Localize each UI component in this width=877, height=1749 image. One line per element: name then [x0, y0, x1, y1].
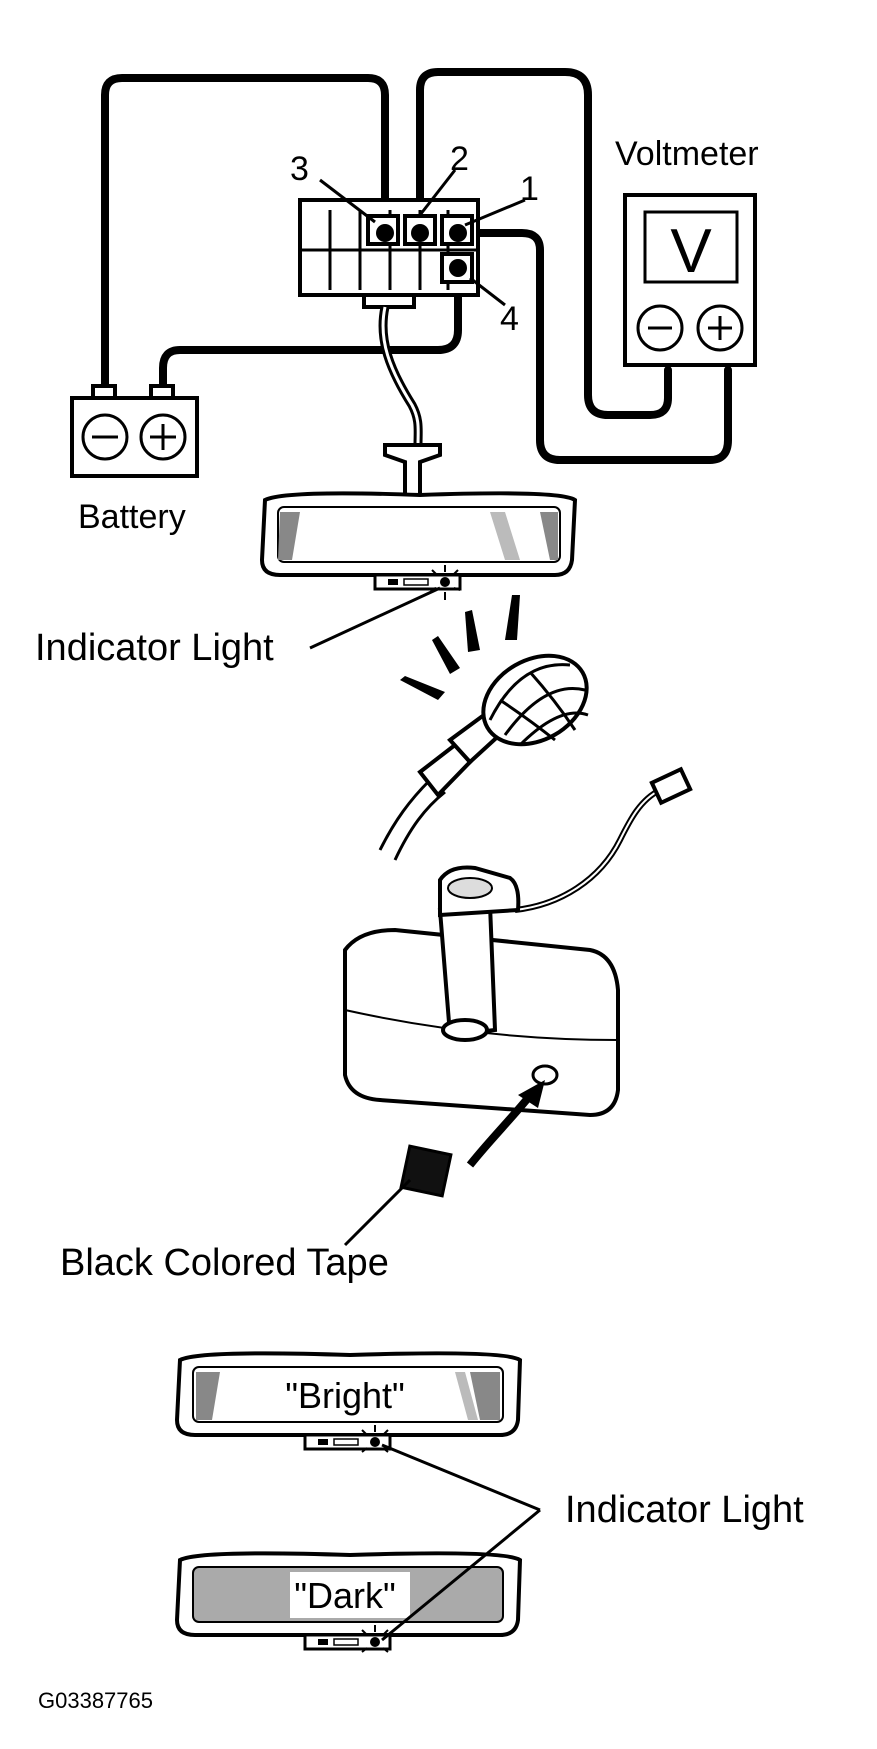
wire-battery-negative: [101, 74, 389, 394]
black-tape-label: Black Colored Tape: [60, 1242, 389, 1284]
wire-voltmeter-negative: [416, 68, 672, 419]
sensor-hole-icon: [531, 1064, 559, 1086]
voltmeter-label: Voltmeter: [615, 135, 759, 173]
indicator-light-leaders: Indicator Light: [381, 1443, 804, 1642]
mirror-bright: "Bright": [174, 1351, 523, 1453]
figure-id: G03387765: [38, 1688, 153, 1713]
indicator-light-dark-icon: [370, 1637, 380, 1647]
connector: [298, 198, 480, 309]
indicator-light-label-bottom: Indicator Light: [565, 1489, 804, 1531]
terminal-1-label: 1: [520, 170, 539, 208]
battery-label: Battery: [78, 498, 186, 536]
wire-battery-positive: [159, 261, 462, 394]
indicator-light-bright-icon: [370, 1437, 380, 1447]
mirror-top: Indicator Light: [35, 306, 578, 669]
voltmeter-symbol: V: [670, 217, 712, 286]
work-lamp: [378, 595, 589, 861]
black-tape-icon: [399, 1144, 453, 1198]
light-beams: [400, 595, 520, 700]
mirror-dark: "Dark": [174, 1551, 523, 1653]
battery: Battery: [70, 384, 199, 536]
indicator-light-icon: [440, 577, 450, 587]
terminal-3-label: 3: [290, 150, 309, 188]
indicator-light-label-top: Indicator Light: [35, 627, 274, 669]
dark-label: "Dark": [294, 1575, 396, 1616]
mirror-back: Black Colored Tape: [60, 766, 693, 1284]
arrow-icon: [518, 1080, 545, 1108]
terminal-labels: 3 2 1 4: [290, 140, 539, 338]
wire-voltmeter-positive: [464, 229, 732, 464]
terminal-4-label: 4: [500, 300, 519, 338]
wires: [101, 68, 732, 464]
voltmeter: Voltmeter V: [615, 135, 759, 367]
bright-label: "Bright": [285, 1375, 405, 1416]
terminal-2-label: 2: [450, 140, 469, 178]
